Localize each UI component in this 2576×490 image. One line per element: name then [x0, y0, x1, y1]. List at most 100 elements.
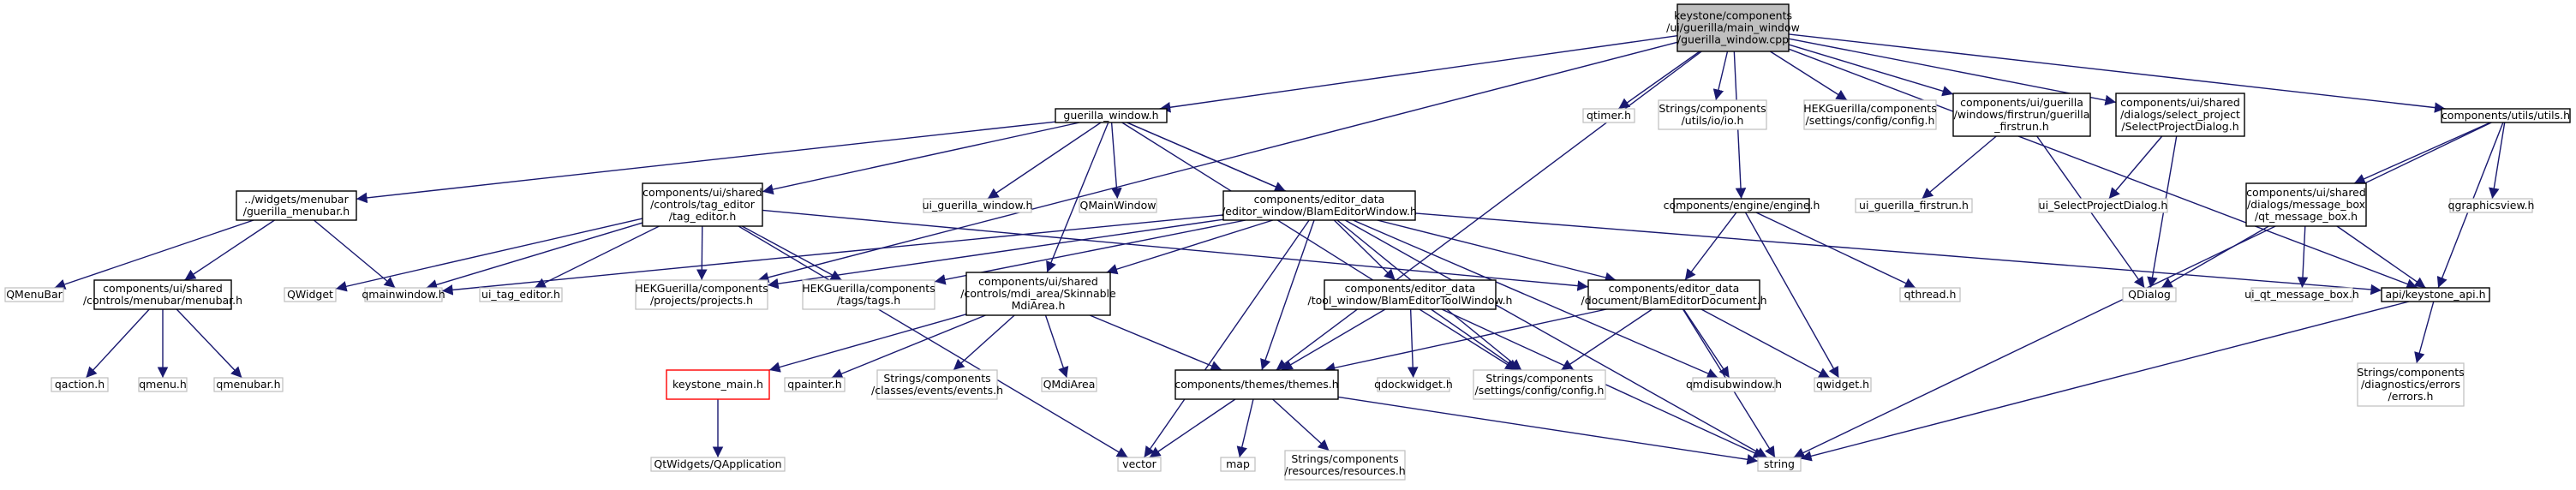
node-label-line: components/editor_data — [1609, 282, 1740, 295]
node-box — [1587, 279, 1760, 310]
node-keystone_main[interactable]: keystone_main.h — [666, 369, 770, 400]
node-label-line: qgraphicsview.h — [2448, 199, 2535, 212]
node-box — [1041, 377, 1097, 392]
edge-gw_h-to-mdi_area_h — [1046, 122, 1109, 273]
node-qwidget_h[interactable]: qwidget.h — [1814, 377, 1872, 392]
node-shared_menubar_h[interactable]: components/ui/shared/controls/menubar/me… — [83, 279, 242, 310]
edge-menubar_h-to-shared_menubar_h — [184, 219, 275, 281]
node-box — [2115, 93, 2245, 137]
node-label-line: vector — [1122, 457, 1157, 470]
edge-themes_h-to-vector — [1149, 398, 1236, 458]
edge-root-to-strings_io — [1712, 51, 1729, 101]
node-label-line: components/themes/themes.h — [1174, 378, 1338, 391]
node-tool_window_h[interactable]: components/editor_data/tool_window/BlamE… — [1308, 279, 1513, 310]
edge-msgbox_h-to-qdialog — [2161, 225, 2269, 289]
edge-root-to-gw_h — [1159, 34, 1678, 113]
node-strings_resources[interactable]: Strings/components/resources/resources.h — [1284, 450, 1406, 481]
node-qmenubar_h[interactable]: qmenubar.h — [213, 377, 284, 392]
node-themes_h[interactable]: components/themes/themes.h — [1174, 369, 1339, 400]
node-hek_tags[interactable]: HEKGuerilla/components/tags/tags.h — [802, 279, 935, 310]
node-box — [236, 190, 357, 221]
node-string[interactable]: string — [1757, 457, 1802, 472]
node-hek_projects[interactable]: HEKGuerilla/components/projects/projects… — [635, 279, 768, 310]
node-label-line: components/ui/shared — [2246, 186, 2366, 199]
node-gw_h[interactable]: guerilla_window.h — [1055, 108, 1168, 123]
edge-themes_h-to-string — [1337, 396, 1759, 465]
node-label-line: QDialog — [2128, 288, 2171, 301]
node-selectproj_h[interactable]: components/ui/shared/dialogs/select_proj… — [2115, 93, 2245, 137]
node-box — [1324, 279, 1497, 310]
edge-blam_doc_h-to-qwidget_h — [1700, 308, 1831, 379]
node-strings_errors[interactable]: Strings/components/diagnostics/errors/er… — [2357, 362, 2465, 407]
node-qmdisubwindow[interactable]: qmdisubwindow.h — [1686, 377, 1782, 392]
edge-selectproj_h-to-ui_selectproj — [2108, 135, 2163, 200]
node-ui_firstrun[interactable]: ui_guerilla_firstrun.h — [1855, 198, 1973, 213]
node-strings_config[interactable]: Strings/components/settings/config/confi… — [1473, 369, 1606, 400]
node-mdi_area_h[interactable]: components/ui/shared/controls/mdi_area/S… — [960, 272, 1116, 316]
node-label-line: /guerilla_window.cpp — [1677, 33, 1789, 46]
node-label-line: QWidget — [287, 288, 333, 301]
node-qdockwidget[interactable]: qdockwidget.h — [1374, 377, 1453, 392]
node-label-line: qdockwidget.h — [1374, 378, 1453, 391]
node-qthread[interactable]: qthread.h — [1899, 287, 1961, 302]
node-qmainwindow[interactable]: QMainWindow — [1079, 198, 1157, 213]
node-keystone_api_h[interactable]: api/keystone_api.h — [2381, 287, 2490, 302]
node-qapplication[interactable]: QtWidgets/QApplication — [650, 457, 786, 472]
node-qaction[interactable]: qaction.h — [51, 377, 109, 392]
edge-blam_window_h-to-mdi_area_h — [1106, 219, 1274, 275]
node-menubar_h[interactable]: ../widgets/menubar/guerilla_menubar.h — [236, 190, 357, 221]
node-label-line: ../widgets/menubar — [244, 193, 349, 206]
node-qmdiarea[interactable]: QMdiArea — [1041, 377, 1097, 392]
node-qmenu[interactable]: qmenu.h — [138, 377, 188, 392]
edge-menubar_h-to-qmenubar_cls — [54, 219, 254, 290]
node-box — [1582, 108, 1635, 123]
edge-gw_h-to-qmdisubwindow — [1127, 122, 1718, 379]
edge-gw_h-to-tag_editor_h — [762, 122, 1080, 195]
node-label-line: qaction.h — [55, 378, 105, 391]
node-qmenubar_cls[interactable]: QMenuBar — [4, 287, 64, 302]
node-label-line: QMdiArea — [1043, 378, 1096, 391]
node-ui_selectproj[interactable]: ui_SelectProjectDialog.h — [2038, 198, 2168, 213]
node-box — [1757, 457, 1802, 472]
node-box — [1673, 198, 1810, 213]
node-qpainter[interactable]: qpainter.h — [784, 377, 846, 392]
node-label-line: api/keystone_api.h — [2385, 288, 2485, 301]
node-qtimer[interactable]: qtimer.h — [1582, 108, 1635, 123]
node-tag_editor_h[interactable]: components/ui/shared/controls/tag_editor… — [642, 182, 763, 227]
node-ui_qt_msgbox[interactable]: ui_qt_message_box.h — [2244, 287, 2359, 302]
node-engine_h[interactable]: components/engine/engine.h — [1664, 198, 1820, 213]
node-box — [1222, 190, 1416, 221]
node-root[interactable]: keystone/components/ui/guerilla/main_win… — [1666, 3, 1800, 52]
node-strings_events[interactable]: Strings/components/classes/events/events… — [871, 369, 1003, 400]
node-blam_doc_h[interactable]: components/editor_data/document/BlamEdit… — [1581, 279, 1767, 310]
node-box — [923, 198, 1032, 213]
node-label-line: components/ui/shared — [103, 282, 223, 295]
node-label-line: /qt_message_box.h — [2255, 210, 2358, 223]
node-label-line: /errors.h — [2388, 390, 2434, 403]
edge-engine_h-to-qwidget_h — [1744, 212, 1840, 379]
edge-mdi_area_h-to-strings_events — [953, 314, 1015, 371]
node-ui_gw[interactable]: ui_guerilla_window.h — [923, 198, 1033, 213]
node-label-line: QtWidgets/QApplication — [654, 457, 781, 470]
node-qdialog[interactable]: QDialog — [2122, 287, 2177, 302]
node-qmainwindow_h[interactable]: qmainwindow.h — [362, 287, 445, 302]
node-blam_window_h[interactable]: components/editor_data/editor_window/Bla… — [1222, 190, 1417, 221]
node-qgraphicsview[interactable]: qgraphicsview.h — [2448, 198, 2535, 213]
node-strings_io[interactable]: Strings/components/utils/io/io.h — [1658, 99, 1767, 130]
node-vector[interactable]: vector — [1117, 457, 1162, 472]
node-ui_tag_editor[interactable]: ui_tag_editor.h — [479, 287, 563, 302]
node-box — [2449, 198, 2533, 213]
node-msgbox_h[interactable]: components/ui/shared/dialogs/message_box… — [2245, 182, 2367, 227]
node-label-line: /settings/config/config.h — [1806, 114, 1935, 127]
node-box — [1377, 377, 1450, 392]
node-firstrun_h[interactable]: components/ui/guerilla/windows/firstrun/… — [1952, 93, 2091, 137]
node-box — [1676, 3, 1790, 52]
node-map[interactable]: map — [1220, 457, 1256, 472]
node-hek_config[interactable]: HEKGuerilla/components/settings/config/c… — [1803, 99, 1937, 130]
node-utils_h[interactable]: components/utils/utils.h — [2441, 108, 2571, 123]
edge-root-to-firstrun_h — [1788, 44, 1954, 97]
node-label-line: components/editor_data — [1345, 282, 1476, 295]
node-qwidget_cls[interactable]: QWidget — [284, 287, 337, 302]
node-label-line: /SelectProjectDialog.h — [2121, 120, 2238, 133]
edge-tool_window_h-to-strings_config — [1431, 308, 1519, 371]
